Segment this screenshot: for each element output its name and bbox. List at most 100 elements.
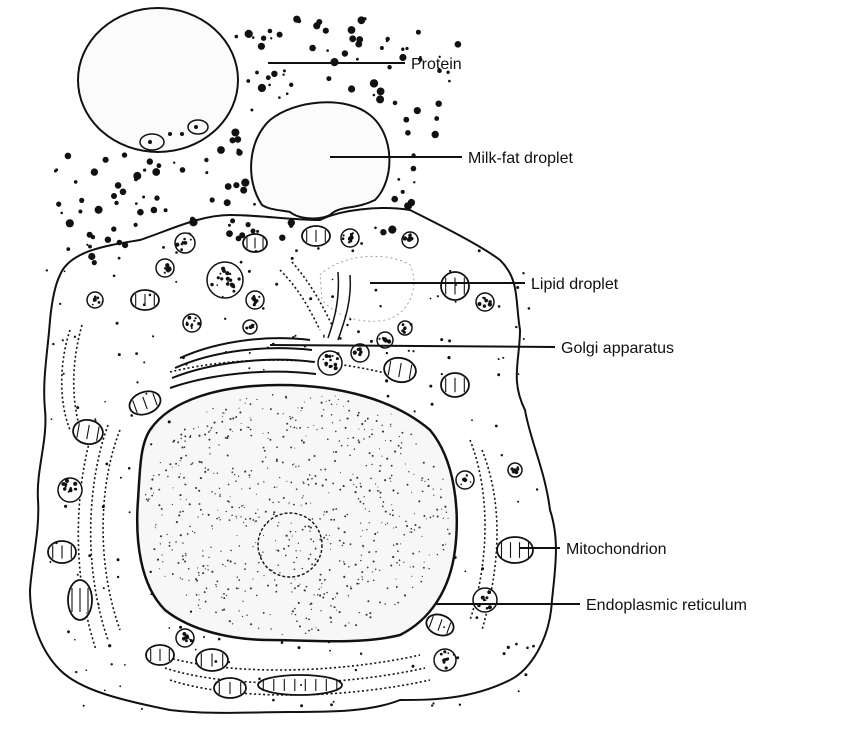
cytoplasm-granule bbox=[339, 337, 342, 340]
chromatin-dot bbox=[400, 453, 401, 454]
chromatin-dot bbox=[362, 545, 364, 547]
chromatin-dot bbox=[376, 420, 378, 422]
chromatin-dot bbox=[263, 612, 265, 614]
chromatin-dot bbox=[322, 597, 324, 599]
cytoplasm-granule bbox=[129, 511, 131, 513]
chromatin-dot bbox=[392, 510, 394, 512]
chromatin-dot bbox=[221, 421, 223, 423]
chromatin-dot bbox=[229, 428, 231, 430]
protein-granule bbox=[256, 230, 259, 233]
cytoplasm-granule bbox=[300, 684, 302, 686]
chromatin-dot bbox=[211, 427, 213, 429]
protein-granule bbox=[405, 47, 408, 50]
cytoplasm-granule bbox=[108, 644, 111, 647]
chromatin-dot bbox=[411, 531, 413, 533]
cytoplasm-granule bbox=[441, 373, 443, 375]
chromatin-dot bbox=[276, 550, 277, 551]
chromatin-dot bbox=[310, 538, 312, 540]
protein-granule bbox=[226, 230, 233, 237]
er-cisterna bbox=[62, 330, 70, 430]
chromatin-dot bbox=[263, 575, 264, 576]
chromatin-dot bbox=[278, 501, 279, 502]
chromatin-dot bbox=[178, 562, 180, 564]
chromatin-dot bbox=[348, 410, 350, 412]
chromatin-dot bbox=[197, 516, 198, 517]
cytoplasm-granule bbox=[186, 364, 188, 366]
protein-granule bbox=[134, 223, 138, 227]
protein-granule bbox=[142, 196, 145, 199]
chromatin-dot bbox=[250, 419, 252, 421]
chromatin-dot bbox=[211, 491, 213, 493]
chromatin-dot bbox=[412, 553, 414, 555]
cytoplasm-granule bbox=[503, 652, 506, 655]
protein-granule bbox=[111, 226, 116, 231]
chromatin-dot bbox=[295, 466, 296, 467]
chromatin-dot bbox=[289, 502, 290, 503]
chromatin-dot bbox=[205, 568, 206, 569]
cytoplasm-granule bbox=[471, 419, 473, 421]
cytoplasm-granule bbox=[387, 395, 390, 398]
protein-granule bbox=[401, 48, 404, 51]
chromatin-dot bbox=[298, 602, 300, 604]
cytoplasm-granule bbox=[432, 702, 434, 704]
chromatin-dot bbox=[207, 469, 209, 471]
chromatin-dot bbox=[415, 524, 417, 526]
chromatin-dot bbox=[372, 572, 373, 573]
chromatin-dot bbox=[395, 526, 397, 528]
protein-granule bbox=[239, 232, 245, 238]
cytoplasm-granule bbox=[412, 350, 414, 352]
cytoplasm-granule bbox=[263, 369, 265, 371]
chromatin-dot bbox=[204, 471, 206, 473]
protein-granule bbox=[258, 84, 266, 92]
chromatin-dot bbox=[250, 435, 252, 437]
cytoplasm-granule bbox=[375, 289, 378, 292]
chromatin-dot bbox=[274, 486, 276, 488]
chromatin-dot bbox=[413, 474, 414, 475]
chromatin-dot bbox=[437, 554, 439, 556]
cytoplasm-granule bbox=[203, 636, 205, 638]
protein-granule bbox=[416, 30, 421, 35]
chromatin-dot bbox=[239, 545, 241, 547]
chromatin-dot bbox=[308, 459, 310, 461]
chromatin-dot bbox=[385, 440, 386, 441]
chromatin-dot bbox=[341, 445, 343, 447]
chromatin-dot bbox=[295, 550, 296, 551]
chromatin-dot bbox=[373, 560, 375, 562]
protein-granule bbox=[432, 131, 439, 138]
protein-granule bbox=[380, 46, 384, 50]
chromatin-dot bbox=[443, 518, 444, 519]
protein-granule bbox=[289, 83, 293, 87]
chromatin-dot bbox=[209, 447, 211, 449]
chromatin-dot bbox=[348, 566, 350, 568]
chromatin-dot bbox=[180, 460, 181, 461]
chromatin-dot bbox=[330, 605, 332, 607]
chromatin-dot bbox=[312, 518, 314, 520]
cytoplasm-granule bbox=[476, 616, 479, 619]
chromatin-dot bbox=[343, 406, 344, 407]
chromatin-dot bbox=[365, 508, 366, 509]
protein-granule bbox=[224, 199, 231, 206]
chromatin-dot bbox=[440, 489, 441, 490]
chromatin-dot bbox=[366, 465, 368, 467]
protein-granule bbox=[114, 201, 118, 205]
chromatin-dot bbox=[359, 501, 361, 503]
protein-granule bbox=[282, 74, 284, 76]
chromatin-dot bbox=[303, 441, 305, 443]
cytoplasm-granule bbox=[455, 284, 457, 286]
protein-granule bbox=[60, 212, 63, 215]
chromatin-dot bbox=[298, 466, 299, 467]
protein-granule bbox=[228, 224, 231, 227]
chromatin-dot bbox=[357, 414, 359, 416]
cytoplasm-granule bbox=[443, 626, 445, 628]
vesicle bbox=[58, 478, 82, 502]
protein-granule bbox=[152, 168, 160, 176]
protein-granule bbox=[268, 29, 273, 34]
chromatin-dot bbox=[215, 584, 216, 585]
cytoplasm-granule bbox=[225, 351, 227, 353]
chromatin-dot bbox=[180, 534, 182, 536]
cytoplasm-granule bbox=[150, 571, 152, 573]
chromatin-dot bbox=[297, 407, 298, 408]
chromatin-dot bbox=[275, 591, 277, 593]
chromatin-dot bbox=[409, 531, 410, 532]
chromatin-dot bbox=[379, 470, 381, 472]
